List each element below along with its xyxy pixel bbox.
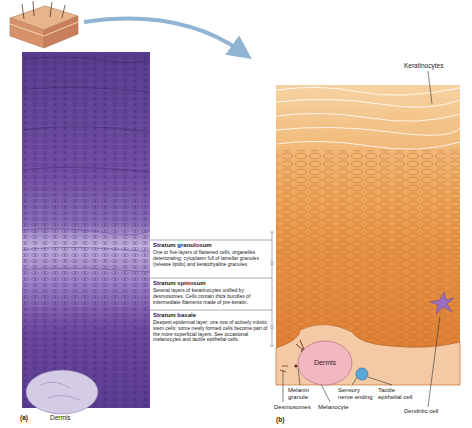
layer-leaders — [150, 232, 274, 346]
structure-label: Keratinocytes — [404, 62, 443, 69]
layer-heading: Stratum granulosum — [153, 242, 212, 249]
structure-label: Sensory nerve ending — [338, 387, 374, 401]
region-label: Dermis — [314, 359, 336, 367]
structure-label: Desmosomes — [274, 404, 311, 411]
layer-heading: Stratum basale — [153, 312, 196, 319]
dermal-papilla: Dermis — [297, 340, 353, 386]
layer-description: One to five layers of flattened cells, o… — [153, 250, 270, 267]
structure-label: Dendritic cell — [404, 408, 438, 415]
epidermis-illustration — [276, 85, 460, 388]
pointer-arrow — [84, 19, 242, 52]
layer-description: Deepest epidermal layer; one row of acti… — [153, 320, 270, 343]
structure-label: Melanin granule — [288, 387, 316, 401]
panel-letter: (b) — [276, 416, 284, 423]
layer-description: Several layers of keratinocytes unified … — [153, 288, 270, 305]
skin-block-icon — [10, 1, 78, 48]
structure-label: Dermis — [50, 414, 71, 421]
structure-label: Melanocyte — [318, 404, 349, 411]
panel-letter: (a) — [20, 414, 28, 421]
micrograph — [22, 52, 150, 414]
layer-heading: Stratum spinosum — [153, 280, 206, 287]
structure-label: Tactile epithelial cell — [378, 387, 420, 401]
label-leaders — [283, 71, 440, 407]
